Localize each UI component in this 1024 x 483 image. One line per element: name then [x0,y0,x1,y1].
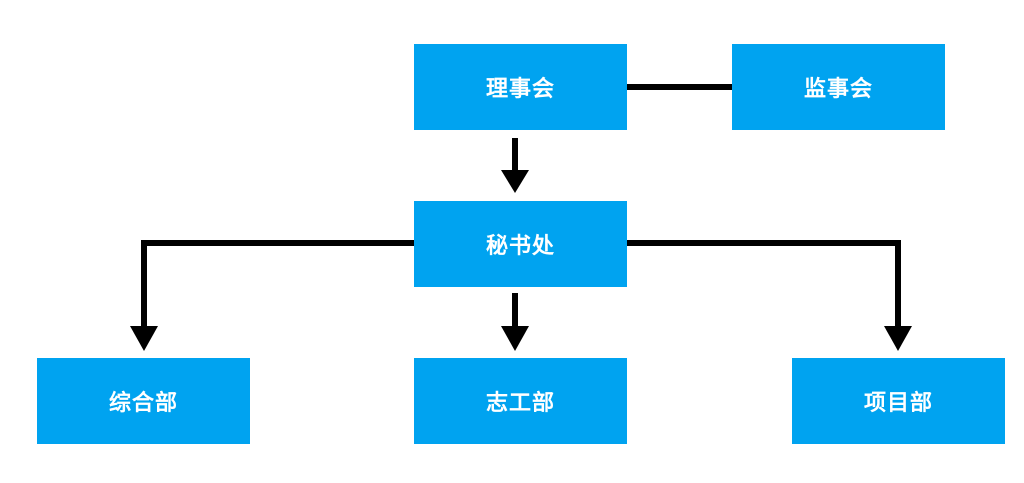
arrowhead-project [884,326,912,351]
node-general: 综合部 [37,358,250,444]
node-volunteer-label: 志工部 [485,391,555,416]
node-volunteer: 志工部 [414,358,627,444]
node-supervisors: 监事会 [732,44,945,130]
edge-secretariat-project [627,240,901,328]
node-secretariat-label: 秘书处 [485,234,555,259]
node-project-label: 项目部 [863,391,933,416]
node-secretariat: 秘书处 [414,201,627,287]
node-board: 理事会 [414,44,627,130]
arrowhead-secretariat [501,170,529,193]
node-general-label: 综合部 [108,391,178,416]
arrowhead-general [130,326,158,351]
arrowhead-volunteer [501,326,529,351]
node-supervisors-label: 监事会 [803,77,873,102]
node-project: 项目部 [792,358,1005,444]
node-board-label: 理事会 [485,77,555,102]
edge-secretariat-general [141,240,414,328]
